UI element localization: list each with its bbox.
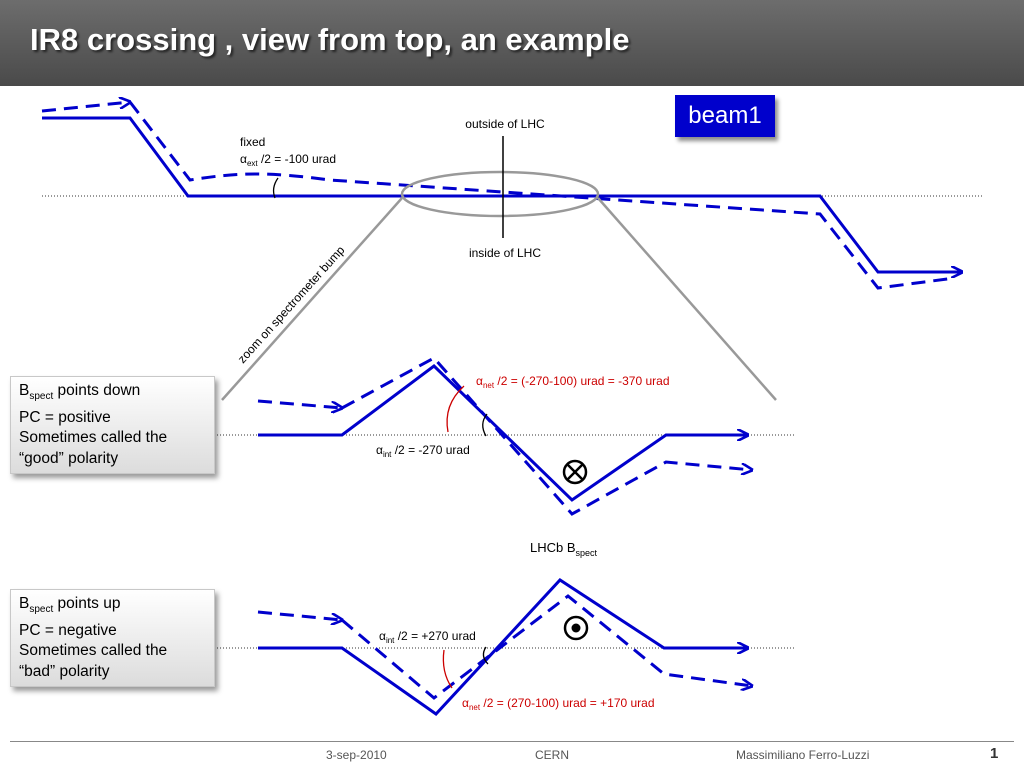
good-beam-dashed-in bbox=[257, 399, 342, 408]
bad-note-line: Sometimes called the bbox=[19, 642, 168, 660]
alpha-ext-arc bbox=[272, 177, 279, 199]
good-polarity-line: “good” polarity bbox=[19, 449, 119, 467]
good-beam-dashed bbox=[341, 356, 752, 516]
field-out-of-page-icon bbox=[563, 615, 589, 641]
zoom-line-right bbox=[597, 197, 777, 401]
footer-divider bbox=[10, 741, 1014, 742]
bad-alpha-net-arc bbox=[442, 649, 453, 689]
footer-date: 3-sep-2010 bbox=[326, 748, 387, 762]
inside-label: inside of LHC bbox=[469, 246, 541, 260]
bad-alpha-int-arc bbox=[482, 646, 489, 665]
bad-beam-dashed bbox=[341, 594, 752, 700]
outside-label: outside of LHC bbox=[465, 117, 545, 131]
bad-polarity-line: “bad” polarity bbox=[19, 662, 110, 680]
bad-polarity-callout: Bspect points up PC = negative Sometimes… bbox=[10, 589, 215, 688]
field-into-page-icon bbox=[562, 459, 588, 485]
footer-page-number: 1 bbox=[990, 745, 999, 762]
slide-title: IR8 crossing , view from top, an example bbox=[30, 22, 630, 57]
good-pc-line: PC = positive bbox=[19, 408, 111, 426]
good-alpha-net-label: αnet /2 = (-270-100) urad = -370 urad bbox=[476, 374, 670, 390]
alpha-ext-label: αext /2 = -100 urad bbox=[240, 152, 336, 168]
good-polarity-callout: Bspect points down PC = positive Sometim… bbox=[10, 376, 215, 475]
good-beam-solid bbox=[258, 364, 748, 502]
bad-pc-line: PC = negative bbox=[19, 621, 117, 639]
good-alpha-net-arc bbox=[446, 385, 465, 433]
zoom-line-left bbox=[221, 197, 403, 401]
lhcb-bspect-label: LHCb Bspect bbox=[530, 540, 598, 558]
footer-org: CERN bbox=[535, 748, 570, 762]
bad-alpha-net-label: αnet /2 = (270-100) urad = +170 urad bbox=[462, 696, 655, 712]
top-beam-dashed bbox=[41, 102, 130, 113]
ip-zoom-ellipse bbox=[400, 170, 600, 218]
bad-alpha-int-label: αint /2 = +270 urad bbox=[379, 629, 476, 645]
beam1-label: beam1 bbox=[675, 95, 775, 137]
footer-author: Massimiliano Ferro-Luzzi bbox=[736, 748, 870, 762]
bad-beam-dashed-in bbox=[257, 610, 342, 620]
fixed-label: fixed bbox=[240, 135, 265, 149]
good-alpha-int-arc bbox=[482, 413, 488, 437]
good-alpha-int-label: αint /2 = -270 urad bbox=[376, 443, 470, 459]
bad-beam-solid bbox=[258, 578, 748, 716]
bad-bspect-line: Bspect points up bbox=[19, 595, 121, 616]
good-note-line: Sometimes called the bbox=[19, 429, 168, 447]
title-bar: IR8 crossing , view from top, an example bbox=[0, 0, 1024, 86]
top-beam-solid bbox=[42, 116, 962, 272]
zoom-label: zoom on spectrometer bump bbox=[235, 243, 348, 366]
good-bspect-line: Bspect points down bbox=[19, 382, 141, 403]
top-beam-dashed-path bbox=[128, 101, 956, 290]
